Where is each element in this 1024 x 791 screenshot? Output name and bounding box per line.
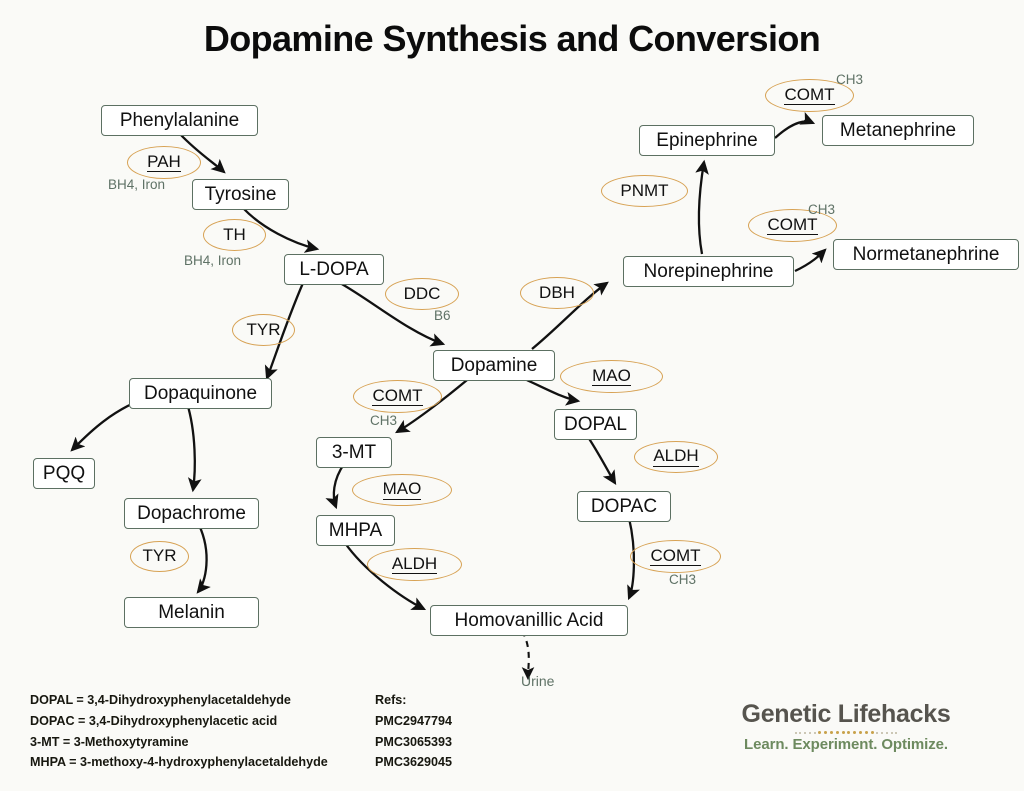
cofactor-comt-norepinephrine: CH3 [808, 202, 836, 217]
cofactor-ddc: B6 [434, 308, 451, 323]
node-label: DOPAC [590, 496, 658, 517]
refs-heading: Refs: [375, 693, 407, 707]
enzyme-comt-epinephrine[interactable]: COMT [765, 79, 854, 112]
brand-tagline: Learn. Experiment. Optimize. [744, 736, 948, 753]
node-dopaquinone[interactable]: Dopaquinone [129, 378, 272, 409]
enzyme-label: PAH [147, 151, 181, 173]
node-label: Melanin [158, 602, 225, 623]
node-norepinephrine[interactable]: Norepinephrine [623, 256, 794, 287]
node-label: PQQ [42, 463, 86, 484]
legend-item: DOPAC = 3,4-Dihydroxyphenylacetic acid [30, 713, 278, 728]
node-label: Norepinephrine [643, 261, 774, 282]
legend-references: Refs: PMC2947794 PMC3065393 PMC3629045 [375, 690, 452, 773]
enzyme-label: COMT [650, 545, 701, 567]
enzyme-label: ALDH [391, 553, 438, 575]
legend-item: DOPAL = 3,4-Dihydroxyphenylacetaldehyde [30, 693, 291, 707]
enzyme-ddc[interactable]: DDC [385, 278, 459, 310]
enzyme-aldh-mhpa[interactable]: ALDH [367, 548, 462, 581]
node-label: MHPA [328, 520, 383, 541]
node-dopal[interactable]: DOPAL [554, 409, 637, 440]
cofactor-comt-dopac: CH3 [669, 572, 697, 587]
enzyme-dbh[interactable]: DBH [520, 277, 594, 309]
node-label: Tyrosine [204, 184, 277, 205]
enzyme-label: TH [223, 224, 246, 244]
node-metanephrine[interactable]: Metanephrine [822, 115, 974, 146]
cofactor-comt-dopamine: CH3 [370, 413, 398, 428]
node-mhpa[interactable]: MHPA [316, 515, 395, 546]
node-epinephrine[interactable]: Epinephrine [639, 125, 775, 156]
urine-label: Urine [521, 673, 555, 689]
enzyme-comt-dopac[interactable]: COMT [630, 540, 721, 573]
brand-logo: Genetic Lifehacks Learn. Experiment. Opt… [726, 699, 966, 753]
enzyme-label: DDC [403, 283, 441, 303]
enzyme-label: DBH [539, 282, 575, 302]
cofactor-comt-epinephrine: CH3 [836, 72, 864, 87]
enzyme-comt-norepinephrine[interactable]: COMT [748, 209, 837, 242]
brand-divider-dots [726, 729, 966, 736]
enzyme-label: TYR [142, 546, 177, 566]
enzyme-label: COMT [767, 214, 818, 236]
node-homovanillic-acid[interactable]: Homovanillic Acid [430, 605, 628, 636]
node-dopac[interactable]: DOPAC [577, 491, 671, 522]
enzyme-pah[interactable]: PAH [127, 146, 201, 179]
legend-item: MHPA = 3-methoxy-4-hydroxyphenylacetalde… [30, 755, 328, 770]
enzyme-th[interactable]: TH [203, 219, 266, 251]
enzyme-comt-dopamine[interactable]: COMT [353, 380, 442, 413]
node-tyrosine[interactable]: Tyrosine [192, 179, 289, 210]
cofactor-pah: BH4, Iron [108, 177, 166, 192]
page-title: Dopamine Synthesis and Conversion [203, 18, 821, 59]
enzyme-mao-dopamine[interactable]: MAO [560, 360, 663, 393]
node-label: 3-MT [331, 442, 377, 463]
node-label: Normetanephrine [852, 244, 1000, 265]
node-dopachrome[interactable]: Dopachrome [124, 498, 259, 529]
enzyme-label: MAO [382, 479, 422, 500]
enzyme-label: PNMT [620, 180, 669, 200]
enzyme-label: COMT [372, 385, 423, 407]
node-label: Dopaquinone [143, 383, 258, 404]
ref-item: PMC2947794 [375, 713, 453, 728]
enzyme-mao-3mt[interactable]: MAO [352, 474, 452, 506]
brand-name: Genetic Lifehacks [741, 699, 951, 728]
node-dopamine[interactable]: Dopamine [433, 350, 555, 381]
node-label: Dopachrome [137, 503, 246, 524]
node-label: Dopamine [450, 355, 538, 376]
cofactor-th: BH4, Iron [184, 253, 242, 268]
node-label: Homovanillic Acid [454, 610, 604, 631]
legend-abbreviations: DOPAL = 3,4-Dihydroxyphenylacetaldehyde … [30, 690, 328, 773]
ref-item: PMC3065393 [375, 734, 453, 749]
enzyme-tyr-dopaquinone[interactable]: TYR [232, 314, 295, 346]
node-melanin[interactable]: Melanin [124, 597, 259, 628]
enzyme-label: ALDH [653, 446, 699, 467]
enzyme-tyr-melanin[interactable]: TYR [130, 541, 189, 572]
node-label: DOPAL [564, 414, 628, 435]
node-label: L-DOPA [299, 259, 369, 280]
node-l-dopa[interactable]: L-DOPA [284, 254, 384, 285]
node-label: Metanephrine [839, 120, 957, 141]
node-label: Epinephrine [656, 130, 758, 151]
legend-item: 3-MT = 3-Methoxytyramine [30, 734, 189, 749]
ref-item: PMC3629045 [375, 755, 453, 770]
enzyme-label: MAO [592, 365, 631, 387]
node-3-mt[interactable]: 3-MT [316, 437, 392, 468]
enzyme-pnmt[interactable]: PNMT [601, 175, 688, 207]
enzyme-label: TYR [246, 319, 281, 339]
node-label: Phenylalanine [119, 110, 240, 131]
enzyme-aldh-dopal[interactable]: ALDH [634, 441, 718, 473]
enzyme-label: COMT [784, 84, 835, 106]
node-normetanephrine[interactable]: Normetanephrine [833, 239, 1019, 270]
node-phenylalanine[interactable]: Phenylalanine [101, 105, 258, 136]
node-pqq[interactable]: PQQ [33, 458, 95, 489]
